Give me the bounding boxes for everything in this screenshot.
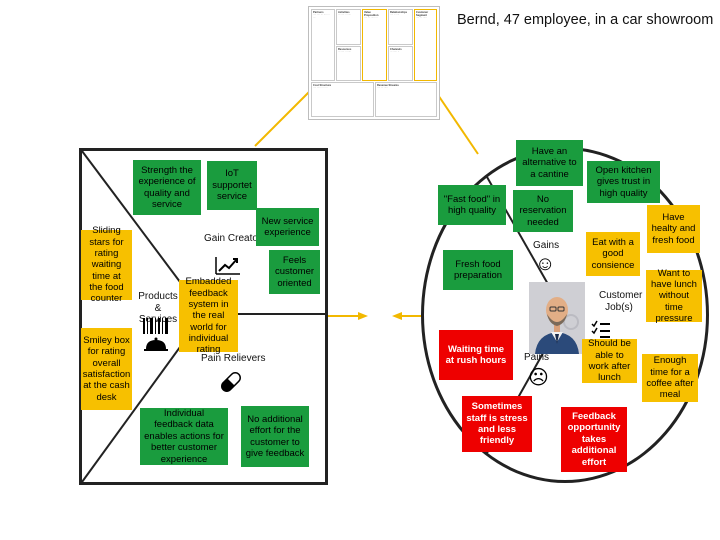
note-fast-food: "Fast food" in high quality — [438, 185, 506, 225]
thumb-value: Value Proposition···· ··· ····· ··· — [362, 9, 387, 81]
arrow-right-head — [358, 312, 368, 320]
thumb-partners: Partners···· ···· ··· ····· ·· ··· — [311, 9, 335, 81]
note-good-conscience: Eat with a good consience — [586, 232, 640, 276]
thumb-relationships: Relationships···· ·· ···· — [388, 9, 413, 45]
avatar — [529, 282, 585, 354]
customer-jobs-label: Customer Job(s) — [599, 290, 643, 313]
note-no-additional-effort: No additional effort for the customer to… — [241, 406, 309, 467]
pain-relievers-label: Pain Relievers — [201, 353, 266, 364]
connector-line-left — [254, 90, 311, 147]
note-open-kitchen: Open kitchen gives trust in high quality — [587, 161, 660, 203]
barcode-icon — [143, 318, 168, 334]
note-embedded-feedback: Embadded feedback system in the real wor… — [179, 276, 238, 355]
note-coffee-after-meal: Enough time for a coffee after meal — [642, 354, 698, 402]
service-bell-icon — [144, 337, 168, 351]
note-sliding-stars: Sliding stars for rating waiting time at… — [81, 225, 132, 304]
pains-label: Pains — [524, 352, 550, 363]
note-iot-service: IoT supportet service — [207, 161, 257, 210]
note-fresh-food-preparation: Fresh food preparation — [443, 250, 513, 290]
thumb-activities: Activities··· ···· ·· ····· — [336, 9, 361, 45]
smile-icon: ☺ — [535, 253, 556, 275]
note-individual-feedback: Individual feedback data enables actions… — [140, 408, 228, 465]
checklist-icon — [591, 320, 610, 338]
note-healthy-fresh: Have healty and fresh food — [647, 205, 700, 253]
page-title: Bernd, 47 employee, in a car showroom — [457, 12, 714, 28]
thumb-channels: Channels··· ····· ·· — [388, 46, 413, 81]
note-strength-experience: Strength the experience of quality and s… — [133, 160, 201, 215]
note-waiting-time: Waiting time at rush hours — [439, 330, 513, 380]
note-lunch-no-pressure: Want to have lunch without time pressure — [646, 268, 702, 324]
gain-creators-label: Gain Creators — [204, 233, 267, 244]
thumb-cost: Cost Structure···· ····· ··· ···· — [311, 82, 374, 117]
thumb-segment: Customer Segment···· ··· ····· — [414, 9, 437, 81]
arrow-left-head — [392, 312, 402, 320]
note-feels-customer-oriented: Feels customer oriented — [269, 250, 320, 294]
note-feedback-opportunity: Feedback opportunity takes additional ef… — [561, 407, 627, 472]
connector-line-right — [435, 91, 479, 155]
note-no-reservation: No reservation needed — [513, 190, 573, 232]
products-services-label: Products & Services — [138, 291, 178, 325]
note-alternative-cantine: Have an alternative to a cantine — [516, 140, 583, 186]
note-work-after-lunch: Should be able to work after lunch — [582, 338, 637, 383]
note-smiley-box: Smiley box for rating overall satisfacti… — [81, 328, 132, 410]
growth-chart-icon — [215, 257, 240, 275]
pill-icon — [221, 372, 241, 392]
note-new-service-experience: New service experience — [256, 208, 319, 246]
canvas-thumbnail: Partners···· ···· ··· ····· ·· ··· Activ… — [308, 6, 440, 120]
thumb-resources: Resources··· ···· ·· ····· — [336, 46, 361, 81]
note-staff-stress: Sometimes staff is stress and less frien… — [462, 396, 532, 452]
thumb-revenue: Revenue Streams···· ··· ····· — [375, 82, 437, 117]
frown-icon: ☹ — [528, 367, 549, 389]
gains-label: Gains — [533, 240, 560, 251]
